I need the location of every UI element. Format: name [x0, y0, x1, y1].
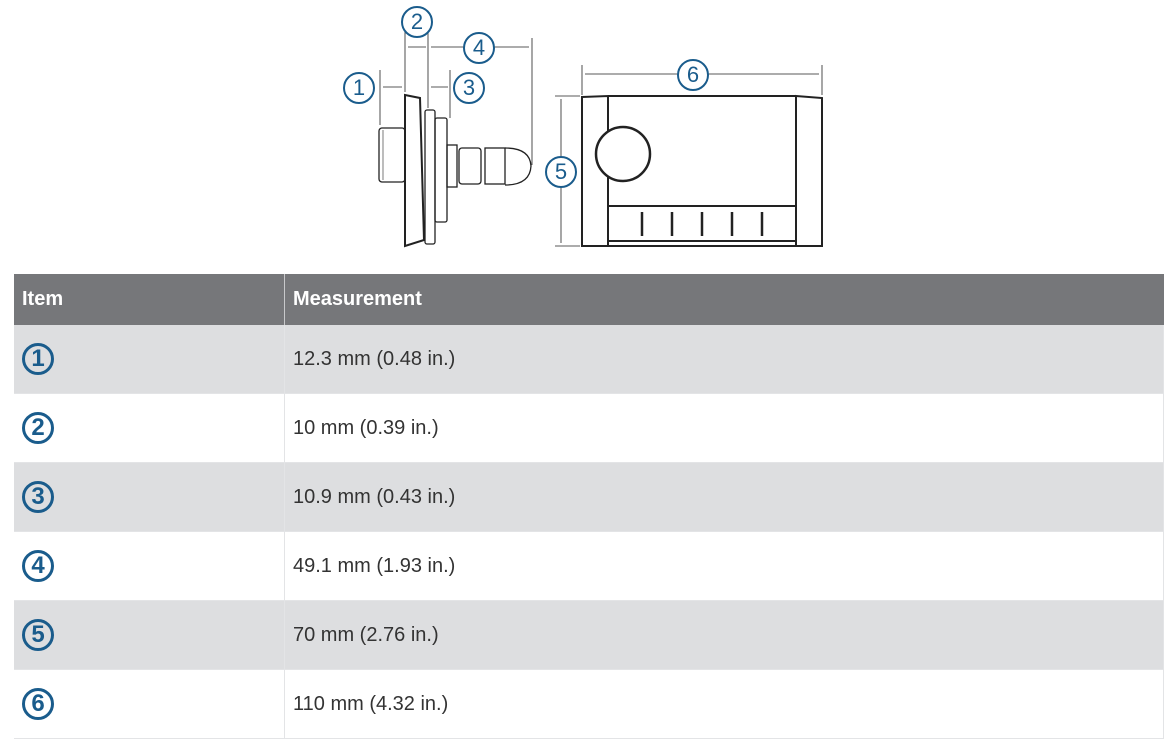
table-row: 6 110 mm (4.32 in.)	[14, 669, 1164, 739]
measurement-table: Item Measurement 1 12.3 mm (0.48 in.) 2 …	[14, 274, 1164, 739]
measurement-cell: 70 mm (2.76 in.)	[284, 600, 1164, 670]
table-header-row: Item Measurement	[14, 274, 1164, 325]
callout-5: 5	[545, 156, 577, 188]
dimension-diagram: 1 2 3 4 5 6	[0, 0, 1174, 262]
callout-6: 6	[677, 59, 709, 91]
callout-3-icon: 3	[22, 481, 54, 513]
callout-1-icon: 1	[22, 343, 54, 375]
table-row: 3 10.9 mm (0.43 in.)	[14, 462, 1164, 532]
measurement-cell: 49.1 mm (1.93 in.)	[284, 531, 1164, 601]
callout-6-icon: 6	[22, 688, 54, 720]
callout-4: 4	[463, 32, 495, 64]
table-row: 2 10 mm (0.39 in.)	[14, 393, 1164, 463]
measurement-cell: 110 mm (4.32 in.)	[284, 669, 1164, 739]
callout-4-icon: 4	[22, 550, 54, 582]
measurement-cell: 10 mm (0.39 in.)	[284, 393, 1164, 463]
callout-1: 1	[343, 72, 375, 104]
measurement-cell: 12.3 mm (0.48 in.)	[284, 325, 1164, 394]
table-row: 4 49.1 mm (1.93 in.)	[14, 531, 1164, 601]
measurement-cell: 10.9 mm (0.43 in.)	[284, 462, 1164, 532]
callout-3: 3	[453, 72, 485, 104]
table-row: 5 70 mm (2.76 in.)	[14, 600, 1164, 670]
callout-5-icon: 5	[22, 619, 54, 651]
header-measurement: Measurement	[284, 274, 1164, 325]
callout-2: 2	[401, 6, 433, 38]
callout-2-icon: 2	[22, 412, 54, 444]
table-row: 1 12.3 mm (0.48 in.)	[14, 325, 1164, 394]
header-item: Item	[14, 274, 285, 325]
device-line-drawing	[378, 30, 823, 248]
